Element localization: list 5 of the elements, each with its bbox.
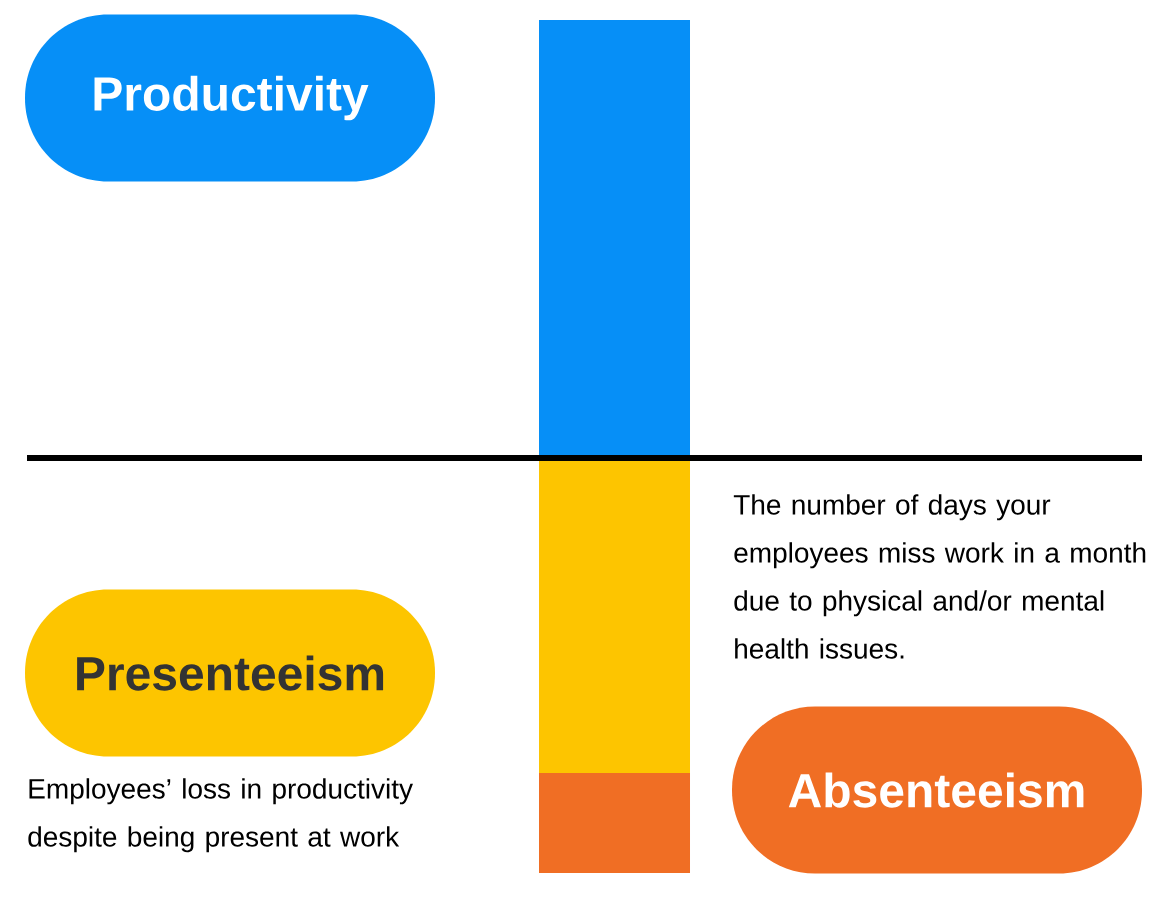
pill-label: Productivity	[25, 14, 435, 182]
pill-label: Absenteeism	[732, 706, 1142, 874]
description-text: The number of days your employees miss work in a month due to physical and/or mental health issues.	[733, 494, 1146, 659]
description-text: Employees’ loss in productivity despite being present at work	[28, 778, 413, 853]
pill-label: Presenteeism	[25, 589, 435, 757]
